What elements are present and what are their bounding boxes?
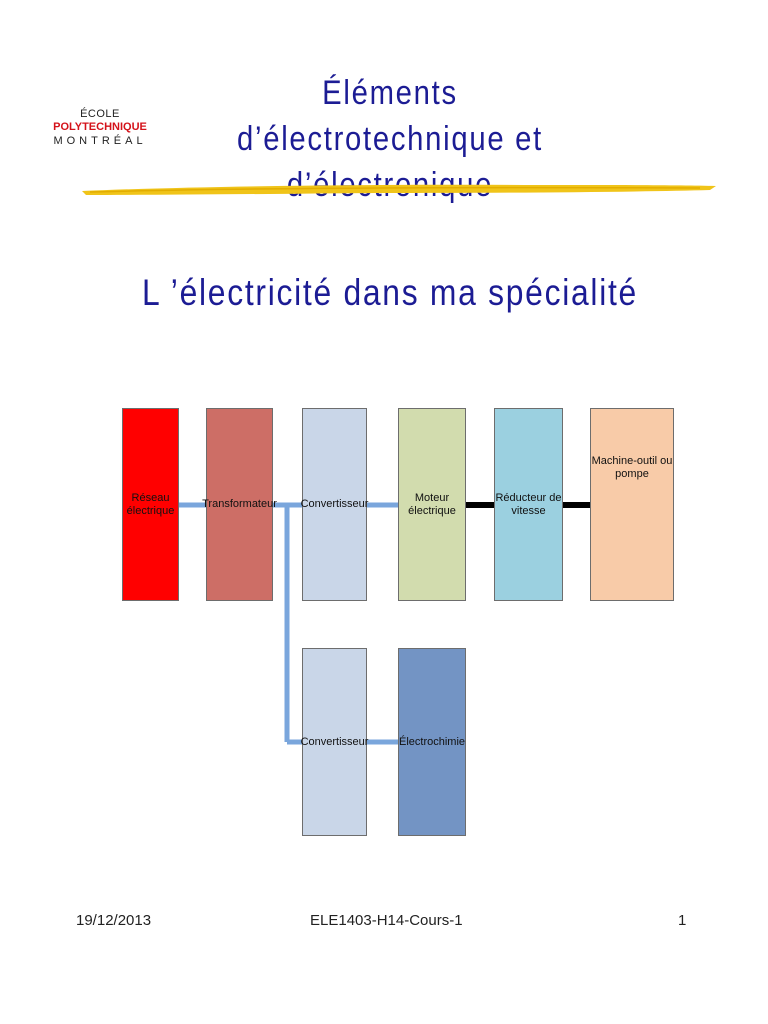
block-reducteur-de-vitesse: Réducteur de vitesse — [494, 408, 563, 601]
block-label: Réducteur de vitesse — [495, 491, 562, 517]
block-label: Réseau électrique — [126, 491, 175, 517]
block-electrochimie: Électrochimie — [398, 648, 466, 836]
slide-subtitle: L ’électricité dans ma spécialité — [142, 272, 638, 313]
block-label: Moteur électrique — [408, 491, 456, 517]
footer-date: 19/12/2013 — [76, 912, 152, 929]
block-label: Transformateur — [202, 498, 277, 510]
logo-line-polytechnique: POLYTECHNIQUE — [53, 121, 147, 133]
block-label: Convertisseur — [300, 498, 369, 510]
block-machine-outil: Machine-outil ou pompe — [590, 408, 674, 601]
electrical-links — [179, 502, 398, 745]
block-transformateur: Transformateur — [202, 408, 277, 601]
footer-course-code: ELE1403-H14-Cours-1 — [310, 912, 463, 929]
block-label: Convertisseur — [300, 735, 369, 748]
block-moteur-electrique: Moteur électrique — [398, 408, 466, 601]
footer-page-number: 1 — [678, 912, 687, 929]
block-convertisseur-1: Convertisseur — [300, 408, 369, 601]
block-convertisseur-2: Convertisseur — [300, 648, 369, 836]
title-divider — [82, 184, 716, 195]
slide-title-line-1: Éléments d’électrotechnique et — [237, 74, 543, 158]
block-label: Électrochimie — [398, 735, 466, 748]
block-reseau-electrique: Réseau électrique — [122, 408, 179, 601]
logo-line-ecole: ÉCOLE — [80, 108, 120, 120]
logo: ÉCOLE POLYTECHNIQUE MONTRÉAL — [50, 108, 150, 148]
logo-line-montreal: MONTRÉAL — [53, 135, 147, 147]
block-label: Machine-outil ou pompe — [591, 455, 673, 480]
